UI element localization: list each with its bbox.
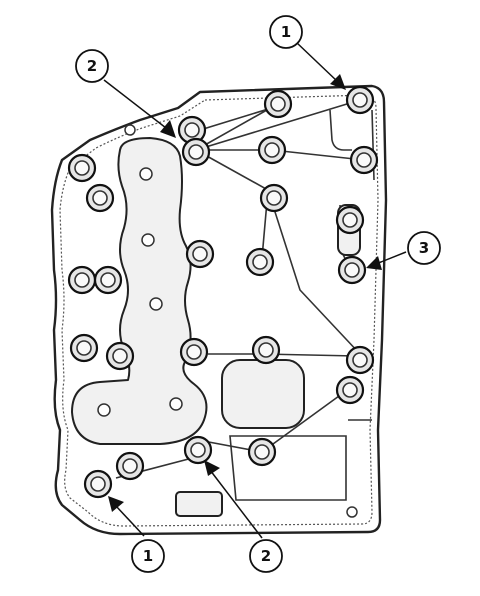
- bolt: [179, 337, 209, 367]
- bolt: [259, 183, 289, 213]
- valve-body-holes: [97, 124, 358, 518]
- bolt: [85, 183, 115, 213]
- bolt: [247, 437, 277, 467]
- callout-1-top-label: 1: [281, 23, 291, 41]
- bolt: [345, 85, 375, 115]
- bolt: [67, 265, 97, 295]
- bolt: [345, 345, 375, 375]
- bolt: [181, 137, 211, 167]
- callout-leaders: [103, 41, 407, 539]
- bolt: [251, 335, 281, 365]
- bolt-group: [67, 85, 379, 499]
- lower-tab: [175, 491, 223, 517]
- bolt: [83, 469, 113, 499]
- bolt: [335, 375, 365, 405]
- callout-2-bottom-label: 2: [261, 547, 271, 565]
- callout-2-top: 2: [75, 49, 109, 83]
- lower-chamber: [229, 419, 372, 501]
- callout-1-bottom: 1: [131, 539, 165, 573]
- bolt: [93, 265, 123, 295]
- oil-passage-gasket: [71, 137, 208, 445]
- bolt: [67, 153, 97, 183]
- bolt: [183, 435, 213, 465]
- bolt: [257, 135, 287, 165]
- callout-1-bottom-label: 1: [143, 547, 153, 565]
- bolt: [349, 145, 379, 175]
- bolt: [245, 247, 275, 277]
- bolt: [115, 451, 145, 481]
- bolt: [263, 89, 293, 119]
- accumulator-window: [221, 359, 305, 429]
- valve-body-plate-outline: [50, 84, 388, 536]
- callout-2-bottom: 2: [249, 539, 283, 573]
- bolt: [185, 239, 215, 269]
- callout-2-top-label: 2: [87, 57, 97, 75]
- bolt: [335, 205, 365, 235]
- valve-body-plate-inner-edge: [59, 94, 379, 527]
- callout-3-right: 3: [407, 231, 441, 265]
- bolt: [337, 255, 367, 285]
- bolt: [105, 341, 135, 371]
- callout-1-top: 1: [269, 15, 303, 49]
- callout-3-right-label: 3: [419, 239, 429, 257]
- bolt: [69, 333, 99, 363]
